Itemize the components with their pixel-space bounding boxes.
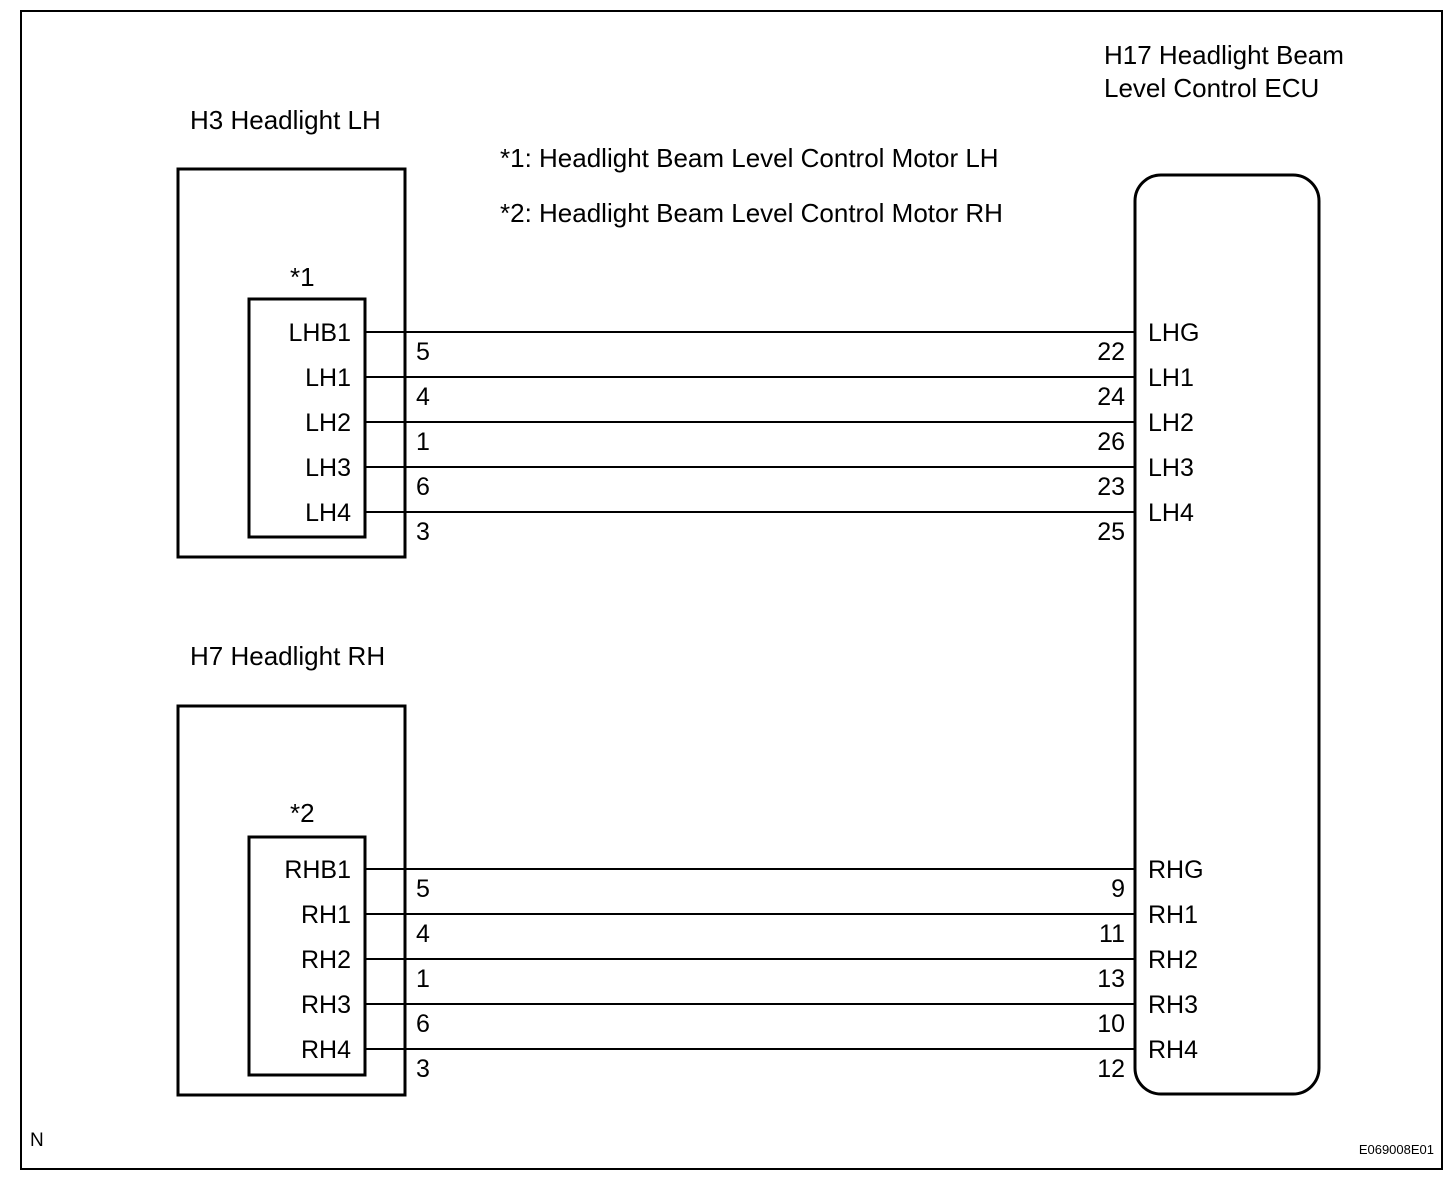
ecu-pin-label: RH2 [1148,946,1198,974]
connector-pin-number: 5 [416,875,430,903]
motor-pin-label: LH2 [305,409,351,437]
motor-pin-label: RH4 [301,1036,351,1064]
ecu-box [1133,173,1321,1096]
ecu-title-line1: H17 Headlight Beam [1104,40,1344,70]
ecu-pin-number: 9 [1111,875,1125,903]
diagram-frame [20,10,1443,1170]
connector-pin-number: 3 [416,1055,430,1083]
ecu-pin-number: 24 [1097,383,1125,411]
ecu-pin-number: 22 [1097,338,1125,366]
headlight-rh-box [176,704,407,1097]
headlight-rh-title: H7 Headlight RH [190,641,385,671]
motor-pin-label: RH1 [301,901,351,929]
connector-pin-number: 6 [416,1010,430,1038]
motor-pin-label: LH1 [305,364,351,392]
motor-pin-label: RHB1 [284,856,351,884]
ecu-pin-number: 13 [1097,965,1125,993]
connector-pin-number: 1 [416,965,430,993]
ecu-pin-label: LH4 [1148,499,1194,527]
ecu-pin-label: LH3 [1148,454,1194,482]
motor-pin-label: LH4 [305,499,351,527]
ecu-pin-label: LH2 [1148,409,1194,437]
connector-pin-number: 4 [416,920,430,948]
figure-code: E069008E01 [1359,1142,1434,1157]
ecu-pin-label: LH1 [1148,364,1194,392]
motor-rh-box [247,835,367,1077]
connector-pin-number: 3 [416,518,430,546]
ecu-pin-number: 23 [1097,473,1125,501]
ecu-pin-label: RH3 [1148,991,1198,1019]
motor-pin-label: LH3 [305,454,351,482]
connector-pin-number: 6 [416,473,430,501]
ecu-pin-number: 11 [1099,920,1125,948]
legend-note-2: *2: Headlight Beam Level Control Motor R… [500,198,1003,228]
ecu-pin-number: 25 [1097,518,1125,546]
connector-pin-number: 1 [416,428,430,456]
headlight-lh-title: H3 Headlight LH [190,105,381,135]
ecu-pin-label: RHG [1148,856,1204,884]
ecu-pin-number: 26 [1097,428,1125,456]
ecu-title-line2: Level Control ECU [1104,73,1319,103]
ecu-pin-label: LHG [1148,319,1199,347]
ecu-pin-label: RH4 [1148,1036,1198,1064]
legend-note-1: *1: Headlight Beam Level Control Motor L… [500,143,999,173]
motor-lh-box [247,297,367,539]
motor-pin-label: LHB1 [288,319,351,347]
motor-pin-label: RH3 [301,991,351,1019]
connector-pin-number: 5 [416,338,430,366]
connector-pin-number: 4 [416,383,430,411]
headlight-lh-box [176,167,407,559]
motor-rh-tag: *2 [290,798,315,828]
ecu-pin-label: RH1 [1148,901,1198,929]
corner-mark: N [30,1130,44,1151]
motor-pin-label: RH2 [301,946,351,974]
motor-lh-tag: *1 [290,262,315,292]
ecu-pin-number: 12 [1097,1055,1125,1083]
ecu-pin-number: 10 [1097,1010,1125,1038]
